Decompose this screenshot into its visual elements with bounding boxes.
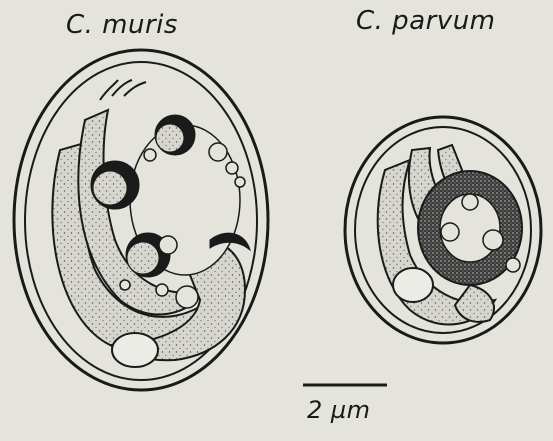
c-muris-granule <box>209 143 227 161</box>
c-parvum-refractile-body <box>393 268 433 302</box>
c-muris-granule <box>159 236 177 254</box>
c-parvum-oocyst <box>345 117 541 343</box>
c-muris-granule <box>235 177 245 187</box>
c-muris-granule <box>156 124 184 152</box>
c-muris-granule <box>226 162 238 174</box>
c-muris-apical-tip <box>100 80 118 100</box>
c-parvum-label: C. parvum <box>356 6 496 36</box>
c-parvum-granule <box>483 230 503 250</box>
c-muris-granule <box>120 280 130 290</box>
c-muris-oocyst <box>14 50 268 390</box>
c-parvum-granule <box>462 194 478 210</box>
scale-bar-label: 2 µm <box>307 396 371 424</box>
c-muris-granule <box>93 171 127 205</box>
c-parvum-granule <box>441 223 459 241</box>
c-muris-apical-tip <box>124 82 146 96</box>
c-muris-label: C. muris <box>66 10 178 40</box>
c-muris-refractile-body <box>112 333 158 367</box>
c-parvum-granule <box>506 258 520 272</box>
c-muris-granule <box>127 242 159 274</box>
c-muris-granule <box>144 149 156 161</box>
c-muris-granule <box>156 284 168 296</box>
c-muris-granule <box>176 286 198 308</box>
